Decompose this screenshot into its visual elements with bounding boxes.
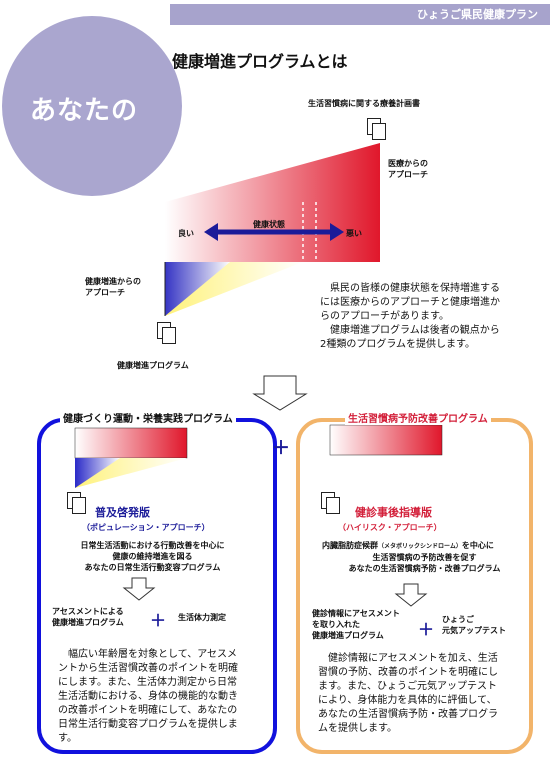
header-banner: ひょうご県民健康プラン (170, 4, 550, 25)
right-measure: ひょうご元気アップテスト (442, 615, 506, 635)
document-icon (162, 327, 176, 344)
left-plus: ＋ (150, 611, 167, 630)
right-body: 健診情報にアセスメントを加え、生活習慣の予防、改善のポイントを明確にします。また… (318, 653, 498, 734)
right-plus: ＋ (418, 620, 435, 639)
left-approach: （ポピュレーション・アプローチ） (82, 523, 210, 532)
right-description: 内臓脂肪症候群（メタボリックシンドローム）を中心に 生活習慣病の予防改善を促すあ… (322, 541, 501, 573)
title-circle (2, 16, 182, 196)
right-box-band (329, 424, 443, 456)
document-icon (326, 497, 340, 514)
document-icon (372, 123, 386, 140)
circle-text: あなたの (30, 96, 139, 126)
page-title: 健康増進プログラムとは (172, 52, 348, 71)
medical-triangle (165, 143, 380, 202)
good-label: 良い (178, 229, 194, 238)
left-measure: 生活体力測定 (178, 613, 226, 622)
right-box-title: 生活習慣病予防改善プログラム (345, 410, 491, 425)
left-small-arrow (122, 577, 156, 601)
promotion-approach-label: 健康増進からのアプローチ (85, 277, 141, 297)
right-approach: （ハイリスク・アプローチ） (338, 523, 442, 532)
left-body: 幅広い年齢層を対象として、アセスメントから生活習慣改善のポイントを明確にします。… (58, 649, 238, 744)
middle-plus: ＋ (272, 438, 290, 459)
bad-label: 悪い (346, 229, 362, 238)
health-state-label: 健康状態 (253, 220, 285, 229)
down-arrow (252, 375, 308, 411)
intro-paragraph: 県民の皆様の健康状態を保持増進するには医療からのアプローチと健康増進からのアプロ… (320, 283, 500, 350)
health-program-label: 健康増進プログラム (117, 361, 189, 370)
right-small-arrow (394, 583, 428, 607)
left-assessment: アセスメントによる健康増進プログラム (52, 607, 124, 627)
medical-approach-label: 医療からのアプローチ (388, 159, 428, 179)
document-icon (72, 497, 86, 514)
left-box-title: 健康づくり運動・栄養実践プログラム (60, 410, 236, 425)
promotion-blue-triangle (165, 262, 230, 316)
left-version: 普及啓発版 (95, 506, 150, 519)
right-version: 健診事後指導版 (355, 506, 432, 519)
left-description: 日常生活活動における行動改善を中心に健康の維持増進を図るあなたの日常生活行動変容… (80, 541, 225, 572)
lifestyle-plan-label: 生活習慣病に関する療養計画書 (308, 99, 420, 108)
right-assessment: 健診情報にアセスメントを取り入れた健康増進プログラム (312, 609, 400, 640)
